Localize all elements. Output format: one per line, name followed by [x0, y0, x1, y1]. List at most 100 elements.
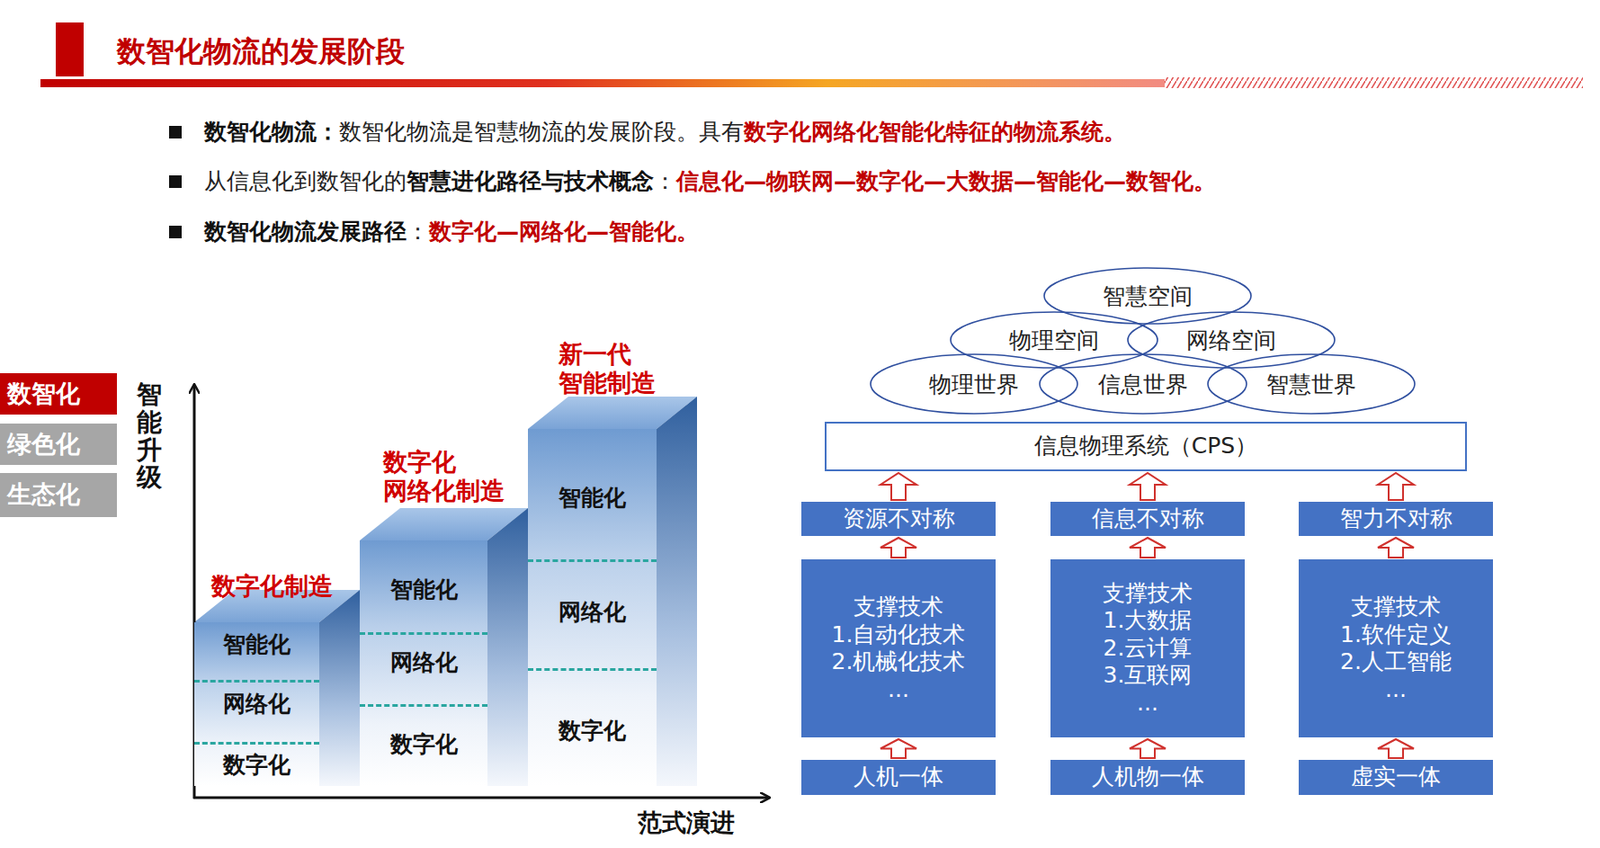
box-text: ... [1385, 676, 1407, 705]
block-heading: 数字化制造 [211, 572, 333, 601]
hollow-arrow [880, 739, 917, 759]
bullet-line: 从信息化到数智化的智慧进化路径与技术概念：信息化—物联网—数字化—大数据—智能化… [204, 166, 1216, 197]
bullet-text: 数智化物流是智慧物流的发展阶段。具有 [339, 118, 744, 145]
bullet-text: 数智化物流： [204, 118, 340, 145]
ellipse-node: 物理世界 [869, 353, 1079, 415]
layer-divider [194, 741, 320, 745]
box-text: 支撑技术 [1102, 580, 1193, 608]
hollow-arrow [1129, 473, 1166, 501]
ellipse-text: 智慧空间 [1102, 281, 1193, 312]
box-text: 数智化 [7, 379, 81, 410]
hollow-arrow [1377, 473, 1414, 501]
ellipse-node: 信息世界 [1038, 353, 1248, 415]
bullet-line: 数智化物流发展路径：数字化—网络化—智能化。 [204, 216, 699, 248]
bullet-text: 从信息化到数智化的 [204, 168, 407, 195]
ellipse-text: 物理世界 [929, 369, 1019, 400]
tag-box: 生态化 [0, 473, 117, 518]
hollow-arrow [1129, 537, 1166, 558]
box-text: 虚实一体 [1350, 763, 1441, 792]
box-text: 2.机械化技术 [831, 648, 966, 677]
layer-divider [527, 559, 657, 563]
axis-label: 范式演进 [637, 806, 735, 840]
hollow-arrow [1377, 739, 1414, 759]
hollow-arrow [1377, 537, 1414, 558]
box-text: 支撑技术 [853, 593, 944, 622]
process-box: 虚实一体 [1298, 759, 1493, 796]
block-layer-text: 网络化 [359, 648, 488, 678]
process-box: 信息不对称 [1050, 501, 1245, 537]
box-text: 3.互联网 [1103, 661, 1193, 690]
block-heading: 新一代 智能制造 [558, 339, 657, 398]
bullet-text: 数智化物流发展路径 [204, 218, 407, 245]
layer-divider [194, 679, 320, 683]
tag-box: 绿色化 [0, 423, 117, 465]
ellipse-node: 智慧世界 [1206, 353, 1416, 415]
block-layer-text: 数字化 [194, 750, 320, 780]
hollow-arrow [1129, 739, 1166, 759]
block-side [487, 508, 528, 787]
block-layer-text: 智能化 [194, 630, 320, 660]
box-text: 2.云计算 [1103, 634, 1193, 663]
box-text: 1.自动化技术 [831, 621, 966, 650]
tech-box: 支撑技术1.软件定义2.人工智能... [1298, 559, 1493, 738]
bullet-text: 智慧进化路径与技术概念 [406, 168, 654, 195]
title-bar [55, 22, 84, 77]
hollow-arrow [880, 473, 917, 501]
box-text: 人机一体 [853, 763, 944, 792]
box-text: 资源不对称 [842, 505, 956, 534]
box-text: 人机物一体 [1091, 763, 1205, 792]
block-layer-text: 数字化 [359, 730, 488, 760]
box-text: 信息物理系统（CPS） [1034, 432, 1258, 461]
block-layer-text: 网络化 [194, 689, 320, 719]
process-box: 人机一体 [801, 759, 996, 796]
ellipse-node: 智慧空间 [1043, 267, 1252, 325]
box-text: 绿色化 [7, 429, 81, 460]
bullet-square [169, 175, 182, 188]
bullet-text: 数字化网络化智能化特征的物流系统。 [743, 118, 1127, 145]
bullet-line: 数智化物流：数智化物流是智慧物流的发展阶段。具有数字化网络化智能化特征的物流系统… [204, 116, 1127, 148]
box-text: 生态化 [7, 480, 81, 510]
box-text: 2.人工智能 [1340, 648, 1452, 677]
layer-divider [527, 668, 657, 671]
bullet-text: 数字化—网络化—智能化。 [429, 218, 699, 245]
title-rule-hatch [1164, 77, 1583, 89]
process-box: 资源不对称 [801, 501, 996, 537]
block-heading: 数字化 网络化制造 [383, 447, 505, 506]
box-text: 智力不对称 [1340, 505, 1453, 534]
bullet-text: ： [653, 168, 677, 195]
box-text: 信息不对称 [1091, 505, 1205, 534]
tech-box: 支撑技术1.大数据2.云计算3.互联网... [1050, 559, 1245, 738]
block-layer-text: 数字化 [527, 716, 657, 746]
layer-divider [359, 704, 488, 707]
axis [193, 796, 769, 800]
title-rule [40, 79, 1165, 88]
ellipse-text: 信息世界 [1098, 369, 1189, 400]
box-text: ... [887, 676, 910, 705]
ellipse-text: 智慧世界 [1266, 369, 1357, 400]
cps-box: 信息物理系统（CPS） [824, 421, 1467, 472]
block-layer-text: 网络化 [527, 598, 657, 627]
ellipse-node: 物理空间 [949, 311, 1159, 369]
ellipse-node: 网络空间 [1126, 311, 1336, 369]
slide-title: 数智化物流的发展阶段 [116, 32, 405, 72]
block-layer-text: 智能化 [359, 575, 488, 605]
bullet-square [169, 225, 182, 239]
box-text: 支撑技术 [1350, 593, 1441, 622]
box-text: 1.软件定义 [1340, 621, 1452, 650]
tag-box: 数智化 [0, 373, 117, 415]
process-box: 人机物一体 [1050, 759, 1245, 796]
hollow-arrow [880, 537, 917, 558]
ellipse-text: 物理空间 [1009, 325, 1100, 356]
block-side [319, 589, 360, 787]
stair-block: 数字化 网络化制造智能化网络化数字化 [359, 540, 488, 787]
bullet-text: 信息化—物联网—数字化—大数据—智能化—数智化。 [676, 168, 1216, 195]
layer-divider [359, 632, 488, 635]
axis-label: 智能升级 [136, 381, 162, 492]
ellipse-text: 网络空间 [1186, 325, 1277, 356]
box-text: 1.大数据 [1103, 607, 1193, 635]
block-layer-text: 智能化 [527, 483, 657, 513]
block-side [656, 396, 698, 787]
bullet-text: ： [406, 218, 430, 245]
stair-block: 新一代 智能制造智能化网络化数字化 [527, 429, 657, 787]
